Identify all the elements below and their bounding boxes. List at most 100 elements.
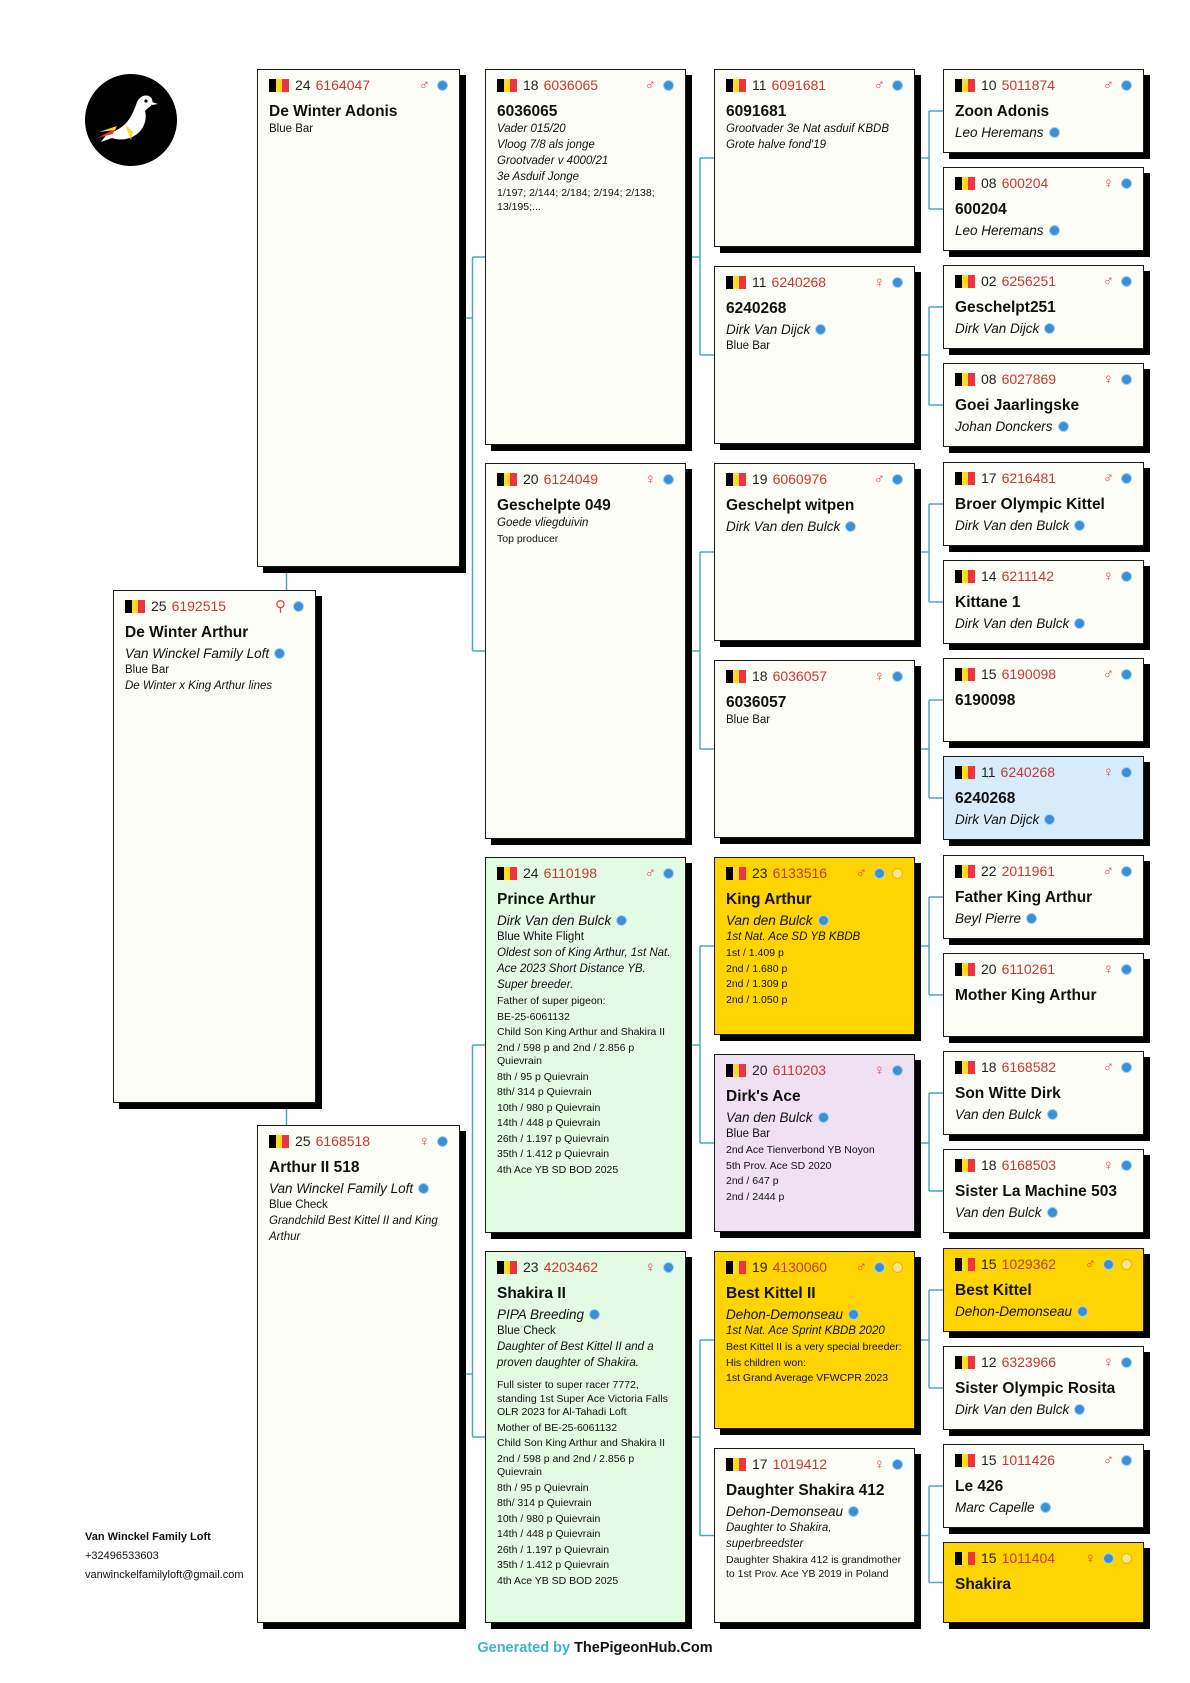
ring-number[interactable]: 6256251 bbox=[1001, 273, 1057, 289]
pigeon-name[interactable]: King Arthur bbox=[726, 891, 812, 908]
ring-number[interactable]: 6323966 bbox=[1001, 1354, 1057, 1370]
globe-icon[interactable] bbox=[1046, 1207, 1058, 1218]
pigeon-name[interactable]: Best Kittel II bbox=[726, 1285, 816, 1302]
globe-icon[interactable] bbox=[1121, 1356, 1132, 1368]
globe-icon[interactable] bbox=[663, 473, 674, 485]
globe-icon[interactable] bbox=[437, 1135, 448, 1147]
ring-number[interactable]: 6110203 bbox=[772, 1062, 827, 1078]
pigeon-name[interactable]: Dirk's Ace bbox=[726, 1088, 801, 1105]
ring-number[interactable]: 6027869 bbox=[1001, 371, 1057, 387]
globe-icon[interactable] bbox=[1121, 668, 1132, 680]
pigeon-name[interactable]: De Winter Arthur bbox=[125, 624, 249, 641]
pigeon-name[interactable]: Shakira bbox=[955, 1576, 1012, 1593]
ring-number[interactable]: 2011961 bbox=[1001, 863, 1056, 879]
pigeon-name[interactable]: Sister La Machine 503 bbox=[955, 1183, 1117, 1200]
pigeon-name[interactable]: Daughter Shakira 412 bbox=[726, 1482, 885, 1499]
pigeon-name[interactable]: Geschelpte 049 bbox=[497, 497, 611, 514]
globe-icon[interactable] bbox=[848, 1309, 860, 1320]
ring-number[interactable]: 600204 bbox=[1001, 175, 1049, 191]
globe-icon[interactable] bbox=[1121, 1454, 1132, 1466]
globe-icon[interactable] bbox=[589, 1309, 601, 1320]
pigeon-name[interactable]: Geschelpt251 bbox=[955, 299, 1056, 316]
ring-number[interactable]: 4203462 bbox=[543, 1259, 599, 1275]
pigeon-name[interactable]: Geschelpt witpen bbox=[726, 497, 855, 514]
globe-icon[interactable] bbox=[293, 600, 304, 612]
globe-icon[interactable] bbox=[848, 1506, 860, 1517]
pigeon-name[interactable]: Le 426 bbox=[955, 1478, 1004, 1495]
ring-number[interactable]: 6110261 bbox=[1001, 961, 1056, 977]
ring-number[interactable]: 6133516 bbox=[772, 865, 828, 881]
globe-icon[interactable] bbox=[892, 79, 903, 91]
globe-icon[interactable] bbox=[874, 1261, 885, 1273]
ring-number[interactable]: 6240268 bbox=[771, 274, 827, 290]
globe-icon[interactable] bbox=[1103, 1552, 1114, 1564]
globe-icon[interactable] bbox=[1048, 127, 1060, 138]
globe-icon[interactable] bbox=[1057, 421, 1069, 432]
globe-icon[interactable] bbox=[815, 324, 827, 335]
loft-email[interactable]: vanwinckelfamilyloft@gmail.com bbox=[85, 1569, 244, 1581]
ring-number[interactable]: 1019412 bbox=[772, 1456, 828, 1472]
globe-icon[interactable] bbox=[1044, 814, 1056, 825]
globe-icon[interactable] bbox=[1121, 177, 1132, 189]
pigeon-name[interactable]: Mother King Arthur bbox=[955, 987, 1097, 1004]
ring-number[interactable]: 1029362 bbox=[1001, 1256, 1057, 1272]
pigeon-name[interactable]: Arthur II 518 bbox=[269, 1159, 360, 1176]
pigeon-name[interactable]: Sister Olympic Rosita bbox=[955, 1380, 1116, 1397]
globe-icon[interactable] bbox=[817, 1112, 829, 1123]
globe-icon[interactable] bbox=[1103, 1258, 1114, 1270]
ring-number[interactable]: 6216481 bbox=[1001, 470, 1057, 486]
generated-by-site[interactable]: ThePigeonHub.Com bbox=[574, 1640, 713, 1656]
globe-icon[interactable] bbox=[1121, 373, 1132, 385]
pigeon-name[interactable]: 6036057 bbox=[726, 694, 787, 711]
globe-icon[interactable] bbox=[1121, 570, 1132, 582]
globe-icon[interactable] bbox=[1121, 1159, 1132, 1171]
globe-icon[interactable] bbox=[1121, 275, 1132, 287]
ring-number[interactable]: 6168503 bbox=[1001, 1157, 1057, 1173]
globe-icon[interactable] bbox=[1044, 323, 1056, 334]
pigeon-name[interactable]: Kittane 1 bbox=[955, 594, 1021, 611]
globe-icon[interactable] bbox=[616, 915, 628, 926]
ring-number[interactable]: 6036065 bbox=[543, 77, 599, 93]
pigeon-name[interactable]: Prince Arthur bbox=[497, 891, 596, 908]
ring-number[interactable]: 6060976 bbox=[772, 471, 828, 487]
globe-icon[interactable] bbox=[892, 1064, 903, 1076]
ring-number[interactable]: 6168518 bbox=[315, 1133, 371, 1149]
pigeon-name[interactable]: 600204 bbox=[955, 201, 1007, 218]
pigeon-name[interactable]: Shakira II bbox=[497, 1285, 566, 1302]
globe-icon[interactable] bbox=[663, 1261, 674, 1273]
pigeon-name[interactable]: Father King Arthur bbox=[955, 889, 1093, 906]
globe-icon[interactable] bbox=[1048, 225, 1060, 236]
globe-icon[interactable] bbox=[892, 1458, 903, 1470]
pigeon-name[interactable]: Son Witte Dirk bbox=[955, 1085, 1061, 1102]
globe-icon[interactable] bbox=[1121, 963, 1132, 975]
globe-icon[interactable] bbox=[1077, 1306, 1089, 1317]
globe-icon[interactable] bbox=[1121, 766, 1132, 778]
globe-icon[interactable] bbox=[1046, 1109, 1058, 1120]
globe-icon[interactable] bbox=[1074, 1404, 1086, 1415]
pigeon-name[interactable]: 6190098 bbox=[955, 692, 1016, 709]
globe-icon[interactable] bbox=[274, 648, 286, 659]
ring-number[interactable]: 5011874 bbox=[1001, 77, 1056, 93]
ring-number[interactable]: 4130060 bbox=[772, 1259, 828, 1275]
